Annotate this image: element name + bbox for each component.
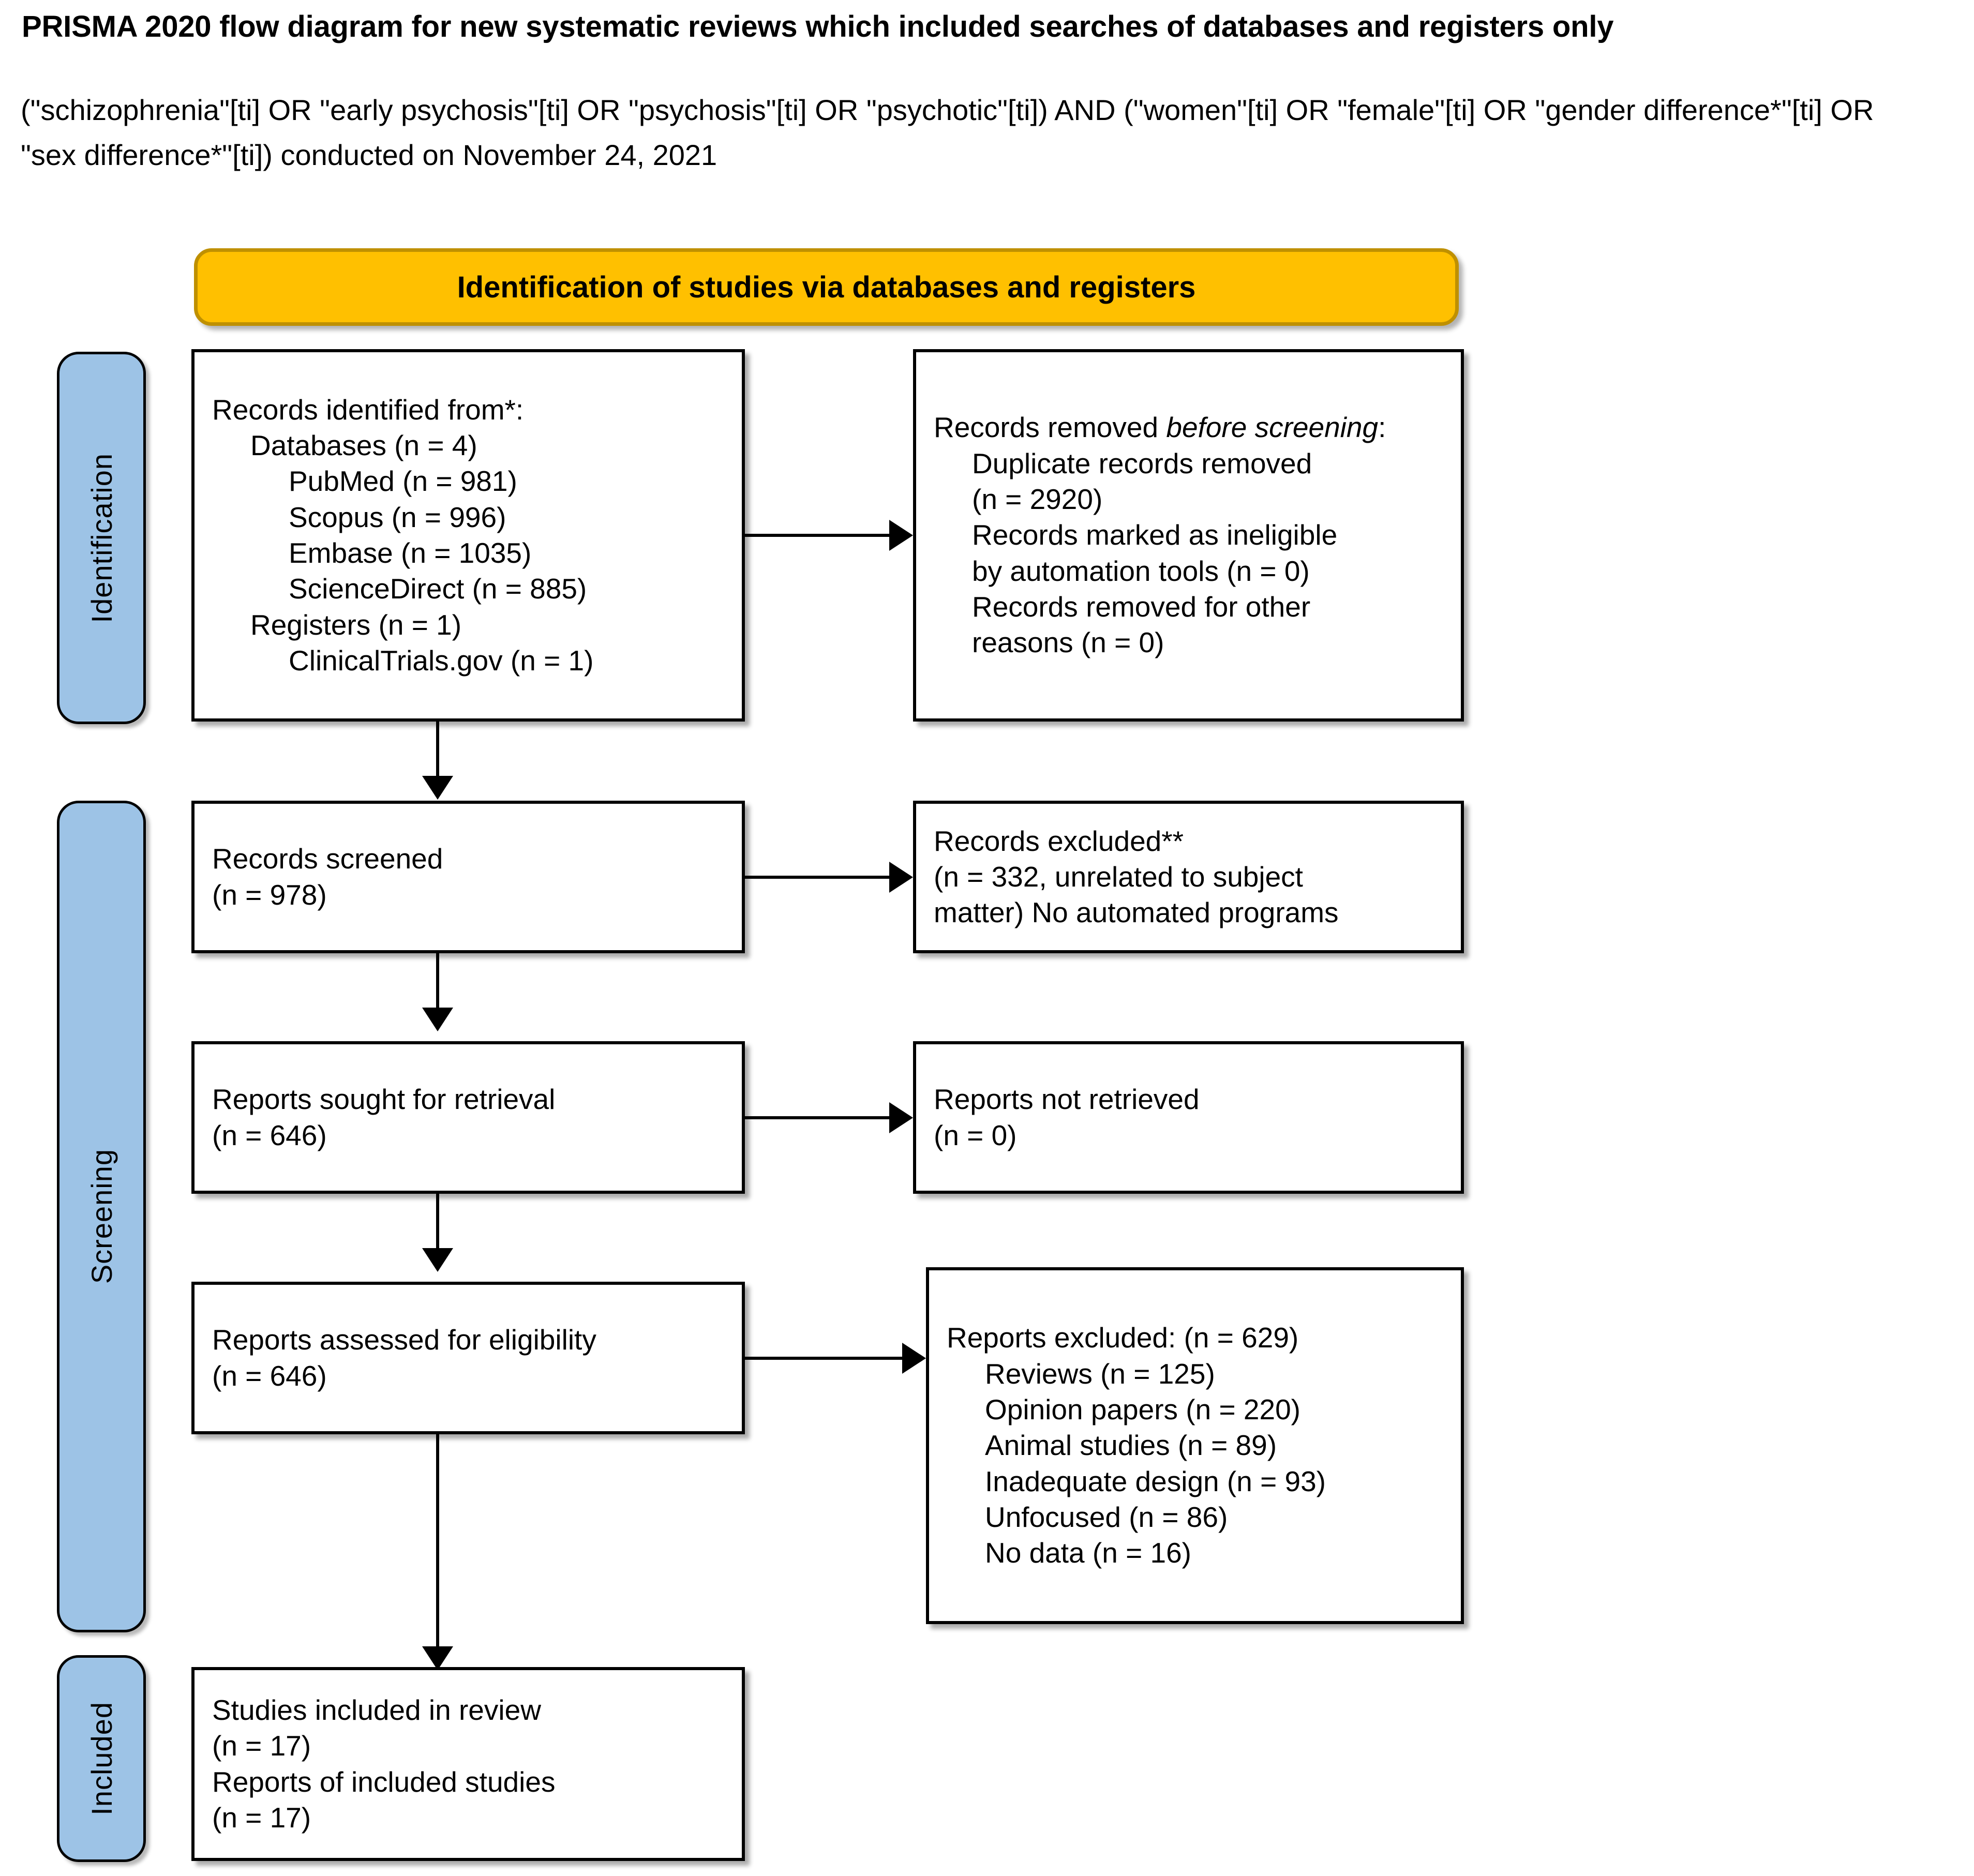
box-studies-included-in-review: Studies included in review (n = 17) Repo…: [191, 1667, 745, 1861]
box-line: reasons (n = 0): [972, 626, 1164, 659]
records-removed-suffix: :: [1378, 411, 1386, 444]
connector-sought-to-not-retrieved: [745, 1116, 892, 1119]
arrowhead-assessed-to-included: [422, 1646, 453, 1670]
box-line: (n = 978): [212, 878, 327, 911]
box-line: Databases (n = 4): [250, 429, 477, 462]
arrowhead-screened-to-excluded: [889, 862, 913, 893]
connector-screened-to-sought: [436, 953, 439, 1010]
box-line: Registers (n = 1): [250, 608, 462, 641]
box-line: ScienceDirect (n = 885): [289, 573, 587, 605]
box-line: (n = 17): [212, 1801, 311, 1834]
arrowhead-assessed-to-excluded: [902, 1343, 926, 1374]
box-line: by automation tools (n = 0): [972, 554, 1310, 587]
box-line: Inadequate design (n = 93): [985, 1465, 1326, 1497]
box-line: (n = 0): [934, 1119, 1017, 1151]
arrowhead-screened-to-sought: [422, 1008, 453, 1031]
box-reports-sought-for-retrieval: Reports sought for retrieval (n = 646): [191, 1041, 745, 1194]
box-line: Records screened: [212, 843, 443, 875]
records-removed-prefix: Records removed: [934, 411, 1167, 444]
box-line: Records marked as ineligible: [972, 519, 1338, 551]
box-line: Reports of included studies: [212, 1765, 556, 1798]
box-line: Studies included in review: [212, 1693, 541, 1726]
box-reports-assessed-for-eligibility: Reports assessed for eligibility (n = 64…: [191, 1282, 745, 1434]
box-line: Unfocused (n = 86): [985, 1500, 1228, 1533]
box-line: Reviews (n = 125): [985, 1357, 1215, 1390]
box-reports-not-retrieved: Reports not retrieved (n = 0): [913, 1041, 1464, 1194]
records-removed-italic: before screening: [1166, 411, 1379, 444]
connector-assessed-to-included: [436, 1434, 439, 1649]
box-line: ClinicalTrials.gov (n = 1): [289, 644, 594, 677]
stage-bar-included: Included: [57, 1655, 146, 1862]
box-records-screened: Records screened (n = 978): [191, 801, 745, 953]
stage-label-screening: Screening: [85, 1149, 118, 1284]
stage-label-included: Included: [85, 1702, 118, 1815]
box-line: Records identified from*:: [212, 393, 524, 426]
box-records-removed-before-screening: Records removed before screening: Duplic…: [913, 349, 1464, 722]
connector-sought-to-assessed: [436, 1194, 439, 1251]
arrowhead-sought-to-not-retrieved: [889, 1102, 913, 1133]
box-line: (n = 332, unrelated to subject: [934, 860, 1303, 893]
box-line: Reports excluded: (n = 629): [947, 1322, 1299, 1354]
box-line: Records removed for other: [972, 590, 1311, 623]
stage-bar-screening: Screening: [57, 801, 146, 1632]
search-query-text: ("schizophrenia"[ti] OR "early psychosis…: [21, 94, 1874, 171]
connector-screened-to-excluded: [745, 876, 892, 879]
box-line: PubMed (n = 981): [289, 465, 517, 498]
box-line: No data (n = 16): [985, 1537, 1191, 1569]
box-line: (n = 2920): [972, 483, 1103, 516]
connector-identified-to-removed: [745, 534, 892, 537]
arrowhead-identified-to-screened: [422, 776, 453, 800]
box-line: (n = 646): [212, 1359, 327, 1392]
box-records-identified: Records identified from*: Databases (n =…: [191, 349, 745, 722]
arrowhead-identified-to-removed: [889, 520, 913, 551]
connector-identified-to-screened: [436, 722, 439, 778]
page-title: PRISMA 2020 flow diagram for new systema…: [22, 10, 1614, 43]
box-records-excluded: Records excluded** (n = 332, unrelated t…: [913, 801, 1464, 953]
box-line: (n = 646): [212, 1119, 327, 1151]
box-line: Animal studies (n = 89): [985, 1429, 1277, 1462]
box-line: Reports assessed for eligibility: [212, 1324, 596, 1356]
section-header-identification: Identification of studies via databases …: [194, 248, 1459, 326]
box-line: matter) No automated programs: [934, 896, 1339, 929]
box-line: Opinion papers (n = 220): [985, 1393, 1300, 1426]
box-line-heading: Records removed before screening:: [934, 410, 1443, 445]
connector-assessed-to-excluded: [745, 1357, 905, 1360]
section-header-label: Identification of studies via databases …: [457, 270, 1196, 304]
box-line: Reports sought for retrieval: [212, 1083, 556, 1116]
arrowhead-sought-to-assessed: [422, 1248, 453, 1272]
box-line: Duplicate records removed: [972, 447, 1312, 479]
box-line: Scopus (n = 996): [289, 501, 506, 533]
box-reports-excluded: Reports excluded: (n = 629) Reviews (n =…: [926, 1267, 1464, 1624]
box-line: Records excluded**: [934, 824, 1184, 857]
box-line: Embase (n = 1035): [289, 537, 532, 569]
stage-bar-identification: Identification: [57, 352, 146, 724]
box-line: (n = 17): [212, 1730, 311, 1762]
box-line: Reports not retrieved: [934, 1083, 1200, 1116]
stage-label-identification: Identification: [85, 453, 118, 623]
